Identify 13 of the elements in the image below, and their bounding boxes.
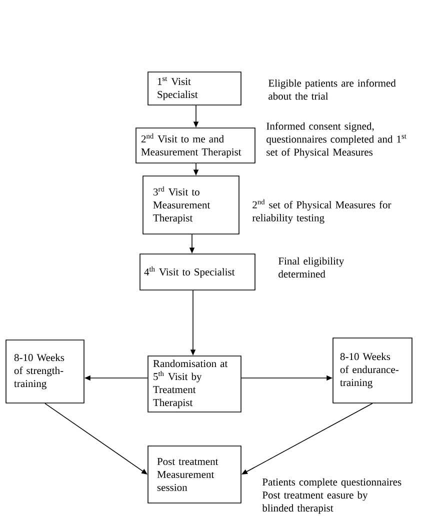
note-text: Post treatment easure by blinded therapist xyxy=(262,491,368,514)
process-box: 2$^{nd}$ Visit to me and Measurement Therapist xyxy=(136,128,256,164)
note-text: Final eligibility determined xyxy=(278,257,344,278)
note-text: Patients complete questionnaires xyxy=(262,478,402,488)
process-box: 4$^{th}$ Visit to Specialist xyxy=(140,254,256,290)
process-box: 8-10 Weeks of endurance-training xyxy=(332,338,412,404)
note-text: 2$^{nd}$ set of Physical Measures for reliability testing xyxy=(252,199,392,224)
process-box: 8-10 Weeks of strength-training xyxy=(6,340,84,404)
note-text: Eligible patients are informed about the trial xyxy=(268,79,396,100)
process-box: Randomisation at 5$^{th}$ Visit by Treatment Therapist xyxy=(148,356,242,412)
process-box: 1$^{st}$ Visit Specialist xyxy=(148,72,242,106)
note-text: Informed consent signed, questionnaires completed and 1$^{st}$ set of Physical Measures xyxy=(266,122,406,158)
process-box: Post treatment Measurement session xyxy=(148,446,242,504)
